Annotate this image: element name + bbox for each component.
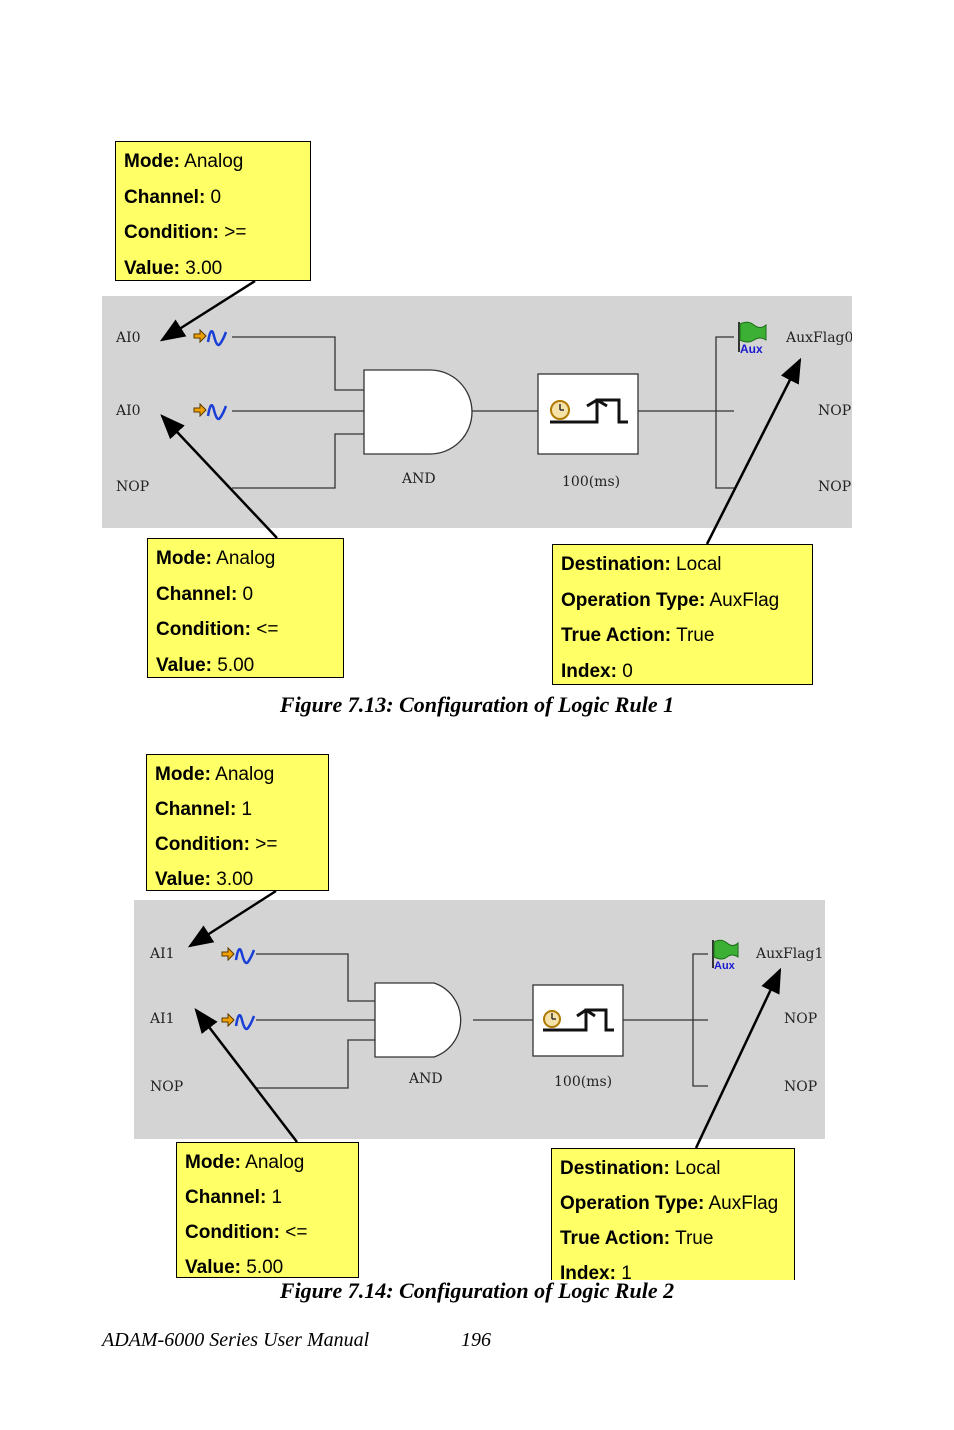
aux-flag-icon: Aux: [738, 321, 767, 356]
figure-caption-2: Figure 7.14: Configuration of Logic Rule…: [279, 1278, 675, 1303]
aux-flag-icon: Aux: [712, 939, 739, 972]
timer-label: 100(ms): [562, 474, 620, 490]
input-label-2: AI0: [115, 403, 141, 419]
output-wires: [715, 336, 734, 489]
input-label-1: AI1: [149, 946, 175, 962]
footer-manual-title: ADAM-6000 Series User Manual: [102, 1329, 370, 1351]
logic-rule-2-diagram: AI1 AI1 NOP AND: [134, 900, 825, 1139]
input-label-1: AI0: [115, 330, 141, 346]
output-label-2: NOP: [784, 1011, 817, 1027]
footer-page-number: 196: [461, 1329, 491, 1351]
callout-arrow: [694, 967, 782, 1149]
callout-arrow: [160, 414, 278, 539]
gate-label: AND: [408, 1071, 443, 1087]
logic-rule-1-diagram: AI0 AI0 NOP AND: [102, 296, 853, 528]
timer-block: [532, 984, 624, 1057]
analog-input-icon: [221, 1012, 256, 1031]
analog-input-icon: [193, 402, 228, 421]
callout-arrow: [194, 1008, 298, 1143]
analog-input-icon: [193, 328, 228, 347]
input-condition-note-1: Mode: Analog Channel: 1 Condition: >= Va…: [146, 754, 329, 891]
figure-caption-1: Figure 7.13: Configuration of Logic Rule…: [279, 692, 675, 717]
callout-arrow: [159, 279, 256, 342]
callout-arrow: [187, 889, 277, 948]
and-gate: [374, 982, 462, 1058]
aux-badge: Aux: [740, 342, 763, 356]
output-label-1: AuxFlag0: [785, 330, 852, 346]
output-wires: [692, 953, 708, 1087]
clock-icon: [550, 400, 570, 420]
delay-pulse-icon: [543, 1008, 614, 1032]
input-label-3: NOP: [150, 1079, 183, 1095]
timer-block: [537, 373, 639, 455]
input-condition-note-2: Mode: Analog Channel: 0 Condition: <= Va…: [147, 538, 344, 678]
and-gate: [363, 369, 473, 455]
input-wires: [256, 953, 375, 1089]
timer-label: 100(ms): [554, 1074, 612, 1090]
output-action-note: Destination: Local Operation Type: AuxFl…: [552, 544, 813, 685]
callout-arrow: [705, 357, 802, 545]
output-action-note: Destination: Local Operation Type: AuxFl…: [551, 1148, 795, 1280]
output-label-3: NOP: [818, 479, 851, 495]
input-wires: [232, 336, 364, 489]
analog-input-icon: [221, 946, 256, 965]
input-label-3: NOP: [116, 479, 149, 495]
delay-pulse-icon: [550, 398, 628, 424]
input-label-2: AI1: [149, 1011, 175, 1027]
output-label-1: AuxFlag1: [755, 946, 823, 962]
clock-icon: [543, 1010, 561, 1028]
output-label-3: NOP: [784, 1079, 817, 1095]
output-label-2: NOP: [818, 403, 851, 419]
input-condition-note-1: Mode: Analog Channel: 0 Condition: >= Va…: [115, 141, 311, 281]
input-condition-note-2: Mode: Analog Channel: 1 Condition: <= Va…: [176, 1142, 359, 1278]
gate-label: AND: [401, 471, 436, 487]
aux-badge: Aux: [714, 960, 736, 972]
